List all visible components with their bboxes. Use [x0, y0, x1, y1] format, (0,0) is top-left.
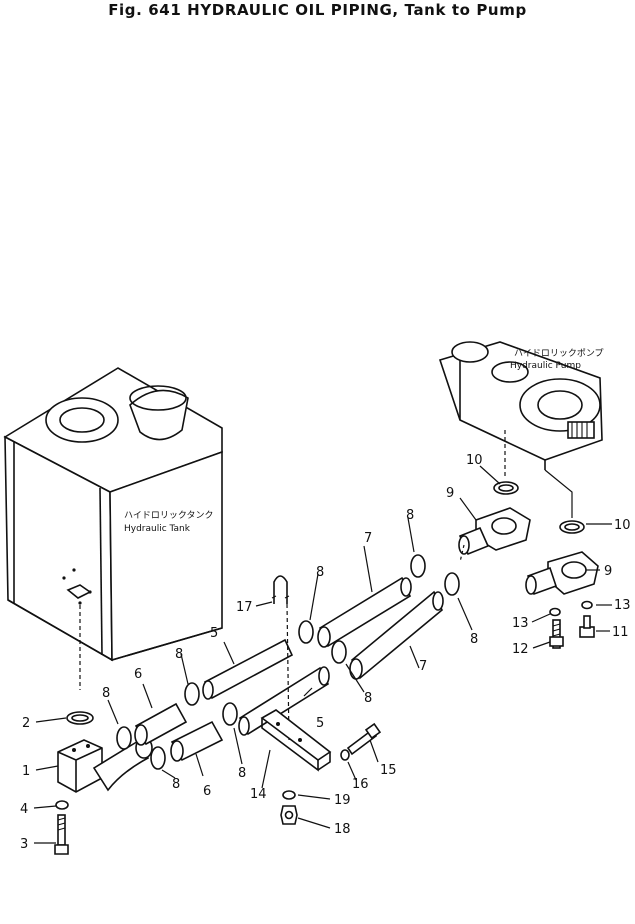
callout-16: 16: [352, 777, 369, 792]
callout-6a: 6: [134, 667, 142, 682]
callout-5a: 5: [210, 626, 218, 641]
hydraulic-tank: [3, 367, 223, 690]
callout-9b: 9: [604, 564, 612, 579]
callout-4: 4: [20, 802, 28, 817]
part-3-bolt: [54, 814, 69, 855]
callout-13b: 13: [614, 598, 631, 613]
part-16-washer: [340, 749, 350, 761]
part-6-hose-b: [170, 720, 224, 762]
callout-5b: 5: [316, 716, 324, 731]
part-8-clamps: [116, 554, 460, 770]
callout-10b: 10: [614, 518, 631, 533]
callout-1: 1: [22, 764, 30, 779]
part-17-u-bolt: [271, 575, 290, 741]
callout-8b: 8: [172, 777, 180, 792]
tank-label-jp: ハイドロリックタンク: [124, 510, 213, 521]
callout-7a: 7: [364, 531, 372, 546]
pump-label-jp: ハイドロリックポンプ: [514, 348, 604, 359]
callout-8h: 8: [470, 632, 478, 647]
callout-11: 11: [612, 625, 629, 640]
leader-lines: [33, 465, 612, 844]
callout-8f: 8: [364, 691, 372, 706]
part-4-washer: [55, 800, 69, 810]
part-11-bolt: [579, 615, 595, 638]
callout-7b: 7: [419, 659, 427, 674]
hydraulic-pump: [438, 341, 603, 470]
callout-8a: 8: [102, 686, 110, 701]
pump-label-en: Hydraulic Pump: [510, 361, 581, 371]
callout-6b: 6: [203, 784, 211, 799]
callout-8g: 8: [406, 508, 414, 523]
part-2-o-ring: [66, 711, 94, 725]
part-10-o-ring-b: [559, 520, 585, 534]
part-10-o-ring-a: [493, 481, 519, 495]
callout-numbers: 1 2 3 4 5 5 6 6 7 7 8 8 8 8 8 8 8 8 9 9 …: [20, 453, 631, 852]
part-13-washer-a: [549, 607, 561, 617]
part-1-elbow-flange: [57, 737, 153, 793]
callout-18: 18: [334, 822, 351, 837]
callout-10a: 10: [466, 453, 483, 468]
part-7-hose-a: [317, 576, 412, 648]
callout-8e: 8: [316, 565, 324, 580]
part-18-nut: [280, 805, 298, 825]
callout-9a: 9: [446, 486, 454, 501]
part-13-washer-b: [581, 600, 593, 610]
callout-8c: 8: [175, 647, 183, 662]
part-5-pipe-a: [202, 638, 294, 700]
callout-2: 2: [22, 716, 30, 731]
part-6-hose-a: [134, 702, 188, 746]
figure-title: Fig. 641 HYDRAULIC OIL PIPING, Tank to P…: [108, 1, 527, 19]
callout-13a: 13: [512, 616, 529, 631]
part-15-bolt: [346, 722, 382, 756]
part-9-elbow-b: [459, 544, 599, 596]
callout-19: 19: [334, 793, 351, 808]
callout-12: 12: [512, 642, 529, 657]
tank-label-en: Hydraulic Tank: [124, 524, 191, 534]
callout-15: 15: [380, 763, 397, 778]
callout-3: 3: [20, 837, 28, 852]
part-12-bolt: [549, 619, 564, 649]
part-9-elbow-a: [458, 507, 531, 556]
part-19-washer: [282, 790, 296, 800]
callout-17: 17: [236, 600, 253, 615]
part-14-bracket: [260, 709, 332, 772]
callout-8d: 8: [238, 766, 246, 781]
callout-14: 14: [250, 787, 267, 802]
